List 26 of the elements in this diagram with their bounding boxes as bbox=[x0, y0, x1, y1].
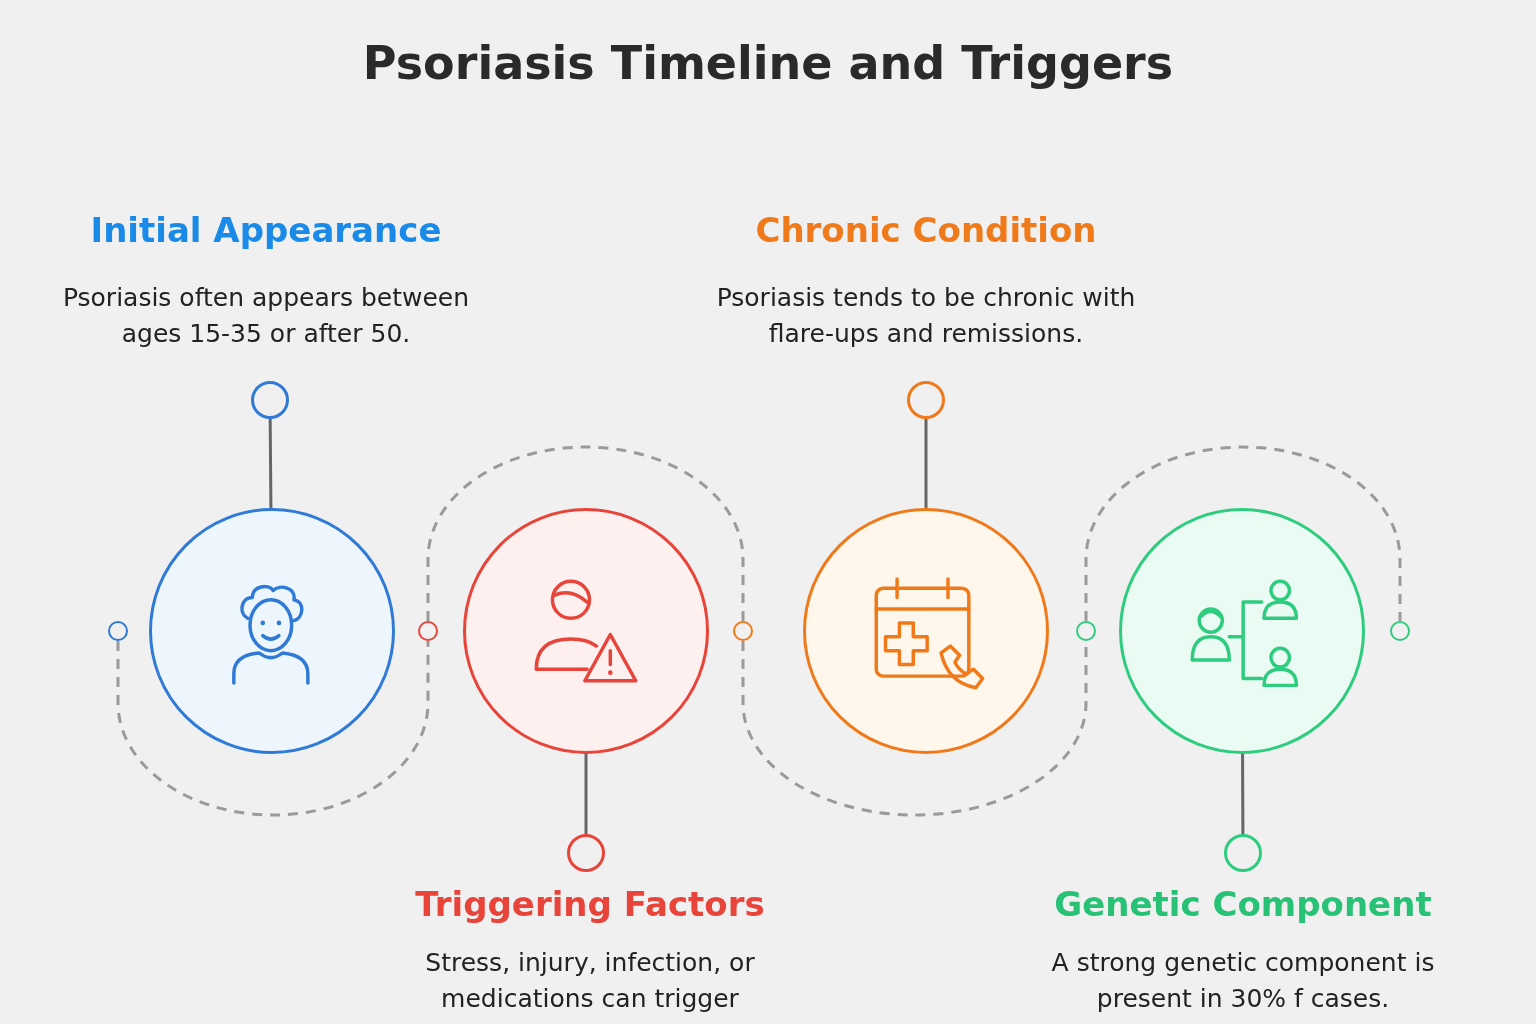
stage-description: Psoriasis often appears between ages 15-35 or after 50. bbox=[61, 282, 471, 350]
connector-line bbox=[584, 754, 588, 834]
dashed-arc bbox=[741, 641, 1088, 817]
stage-heading: Triggering Factors bbox=[414, 884, 766, 924]
dot-marker bbox=[733, 621, 753, 641]
pin-circle bbox=[1224, 834, 1262, 872]
stage-heading: Genetic Component bbox=[1053, 884, 1433, 924]
dashed-arc bbox=[116, 641, 430, 817]
pin-circle bbox=[251, 381, 289, 419]
connector-line bbox=[268, 419, 273, 508]
stage-description: Psoriasis tends to be chronic with flare-ups and remissions. bbox=[715, 282, 1137, 350]
stage-description: Stress, injury, infection, or medications can trigger bbox=[424, 947, 756, 1015]
stage-heading: Chronic Condition bbox=[754, 210, 1098, 250]
pin-circle bbox=[567, 834, 605, 872]
dashed-arc bbox=[1084, 445, 1402, 621]
dashed-arc bbox=[426, 445, 745, 621]
dot-marker bbox=[1390, 621, 1410, 641]
dot-marker bbox=[108, 621, 128, 641]
stage-description: A strong genetic component is present in 30% f cases. bbox=[1050, 947, 1436, 1015]
title: Psoriasis Timeline and Triggers bbox=[361, 36, 1175, 90]
connector-line bbox=[1241, 754, 1245, 834]
pin-circle bbox=[907, 381, 945, 419]
stage-heading: Initial Appearance bbox=[89, 210, 443, 250]
dot-marker bbox=[1076, 621, 1096, 641]
dot-marker bbox=[418, 621, 438, 641]
connector-line bbox=[924, 419, 928, 508]
